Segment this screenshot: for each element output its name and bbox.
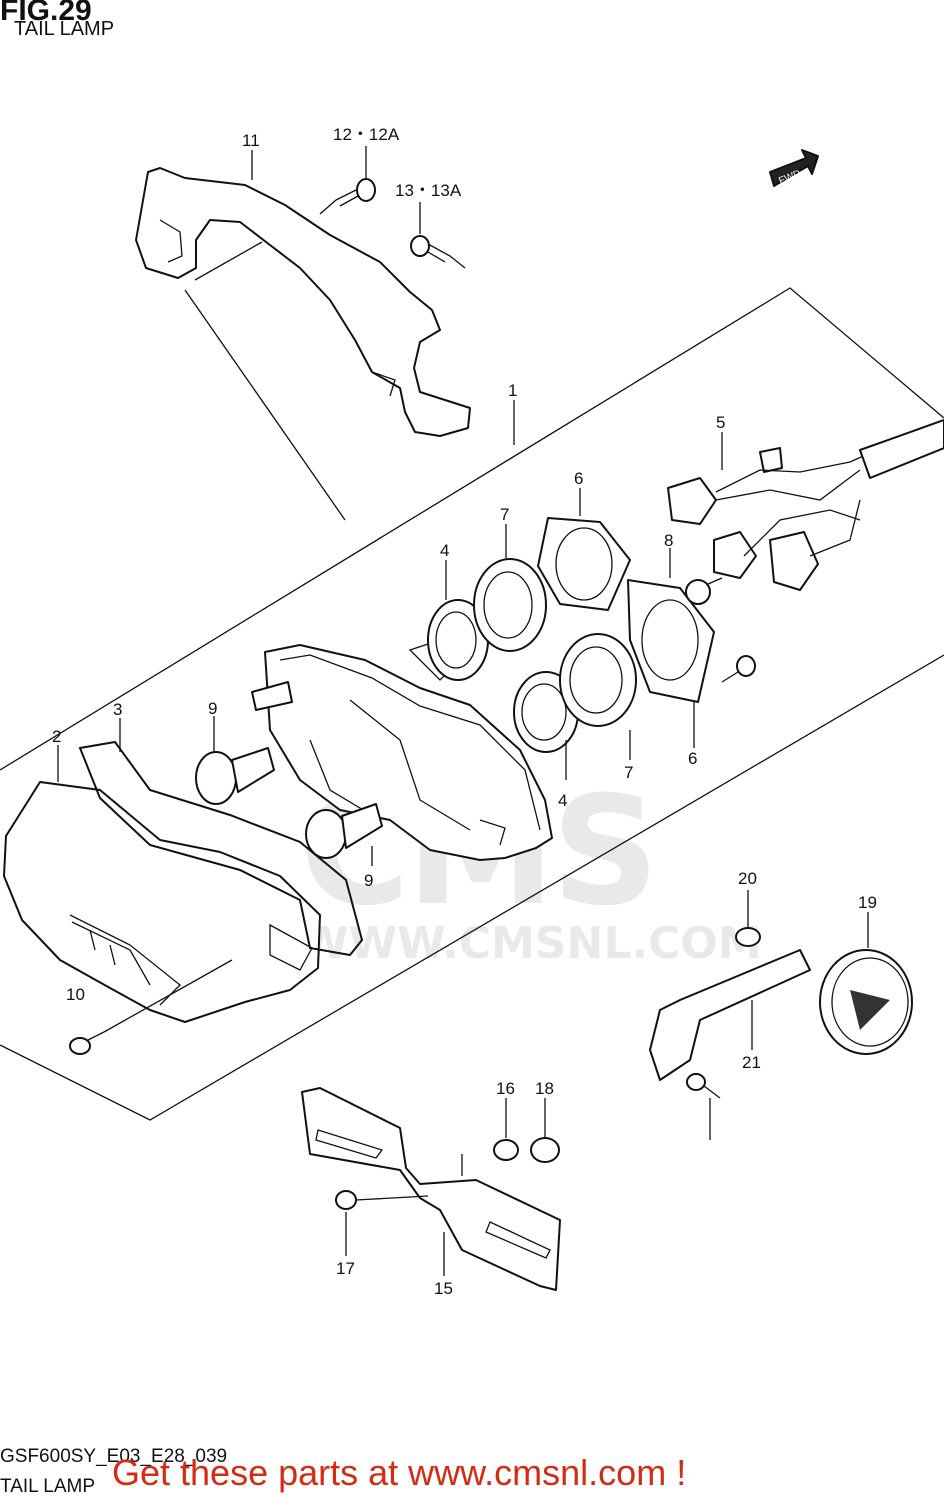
callout-4a: 4 <box>440 541 449 560</box>
callout-10: 10 <box>66 985 85 1004</box>
callout-1: 1 <box>508 381 517 400</box>
diagram-code: GSF600SY_E03_E28_039 <box>0 1446 228 1467</box>
part-16-screw <box>335 1190 429 1210</box>
part-21-screw <box>686 1073 721 1099</box>
part-10-screw <box>69 1031 105 1055</box>
callout-4b: 4 <box>558 791 567 810</box>
callout-7b: 7 <box>624 763 633 782</box>
callout-6a: 6 <box>574 469 583 488</box>
screw-6-area <box>721 655 756 683</box>
callout-9a: 9 <box>208 699 217 718</box>
figure-subtitle: TAIL LAMP <box>14 18 115 40</box>
part-6-plate-upper <box>537 517 631 611</box>
part-17-nut <box>530 1137 560 1163</box>
callout-3: 3 <box>113 700 122 719</box>
callout-14: 15 <box>434 1279 453 1298</box>
callout-17: 18 <box>535 1079 554 1098</box>
part-6-plate-lower <box>627 579 715 703</box>
part-20-bracket <box>649 949 811 1081</box>
callout-15: 16 <box>496 1079 515 1098</box>
callout-6b: 6 <box>688 749 697 768</box>
callout-16: 17 <box>336 1259 355 1278</box>
reflector-body <box>264 644 553 861</box>
assembly-frame <box>0 287 944 1121</box>
part-18-reflector <box>819 949 913 1055</box>
part-13-screw <box>410 235 466 269</box>
callout-13: 13・13A <box>395 181 462 200</box>
part-5-harness <box>667 419 944 591</box>
callout-18: 19 <box>858 893 877 912</box>
part-9-bulb-upper <box>195 747 275 805</box>
footer-name: TAIL LAMP <box>0 1476 96 1497</box>
callout-7a: 7 <box>500 505 509 524</box>
part-3-gasket <box>78 740 364 957</box>
part-2-lens <box>3 781 321 1023</box>
cta-link[interactable]: Get these parts at www.cmsnl.com ! <box>112 1452 687 1493</box>
part-15-washer <box>493 1139 519 1161</box>
callout-12: 12・12A <box>333 125 400 144</box>
callout-20: 21 <box>742 1053 761 1072</box>
part-7-holder-lower <box>559 633 637 727</box>
callout-2: 2 <box>52 727 61 746</box>
part-11-bracket <box>135 167 471 437</box>
callout-8: 8 <box>664 531 673 550</box>
part-7-holder-upper <box>473 558 547 652</box>
fwd-arrow: FWD <box>769 149 819 187</box>
callout-9b: 9 <box>364 871 373 890</box>
callout-11: 11 <box>242 131 260 150</box>
callout-19: 20 <box>738 869 757 888</box>
part-9-bulb-lower <box>305 803 383 859</box>
part-12-screw <box>319 178 376 215</box>
figure-title: FIG.29 <box>0 0 92 27</box>
part-8-bulb <box>685 577 723 605</box>
part-19-nut <box>735 927 761 947</box>
callout-5: 5 <box>716 413 725 432</box>
part-14-plate-bracket <box>301 1087 561 1291</box>
